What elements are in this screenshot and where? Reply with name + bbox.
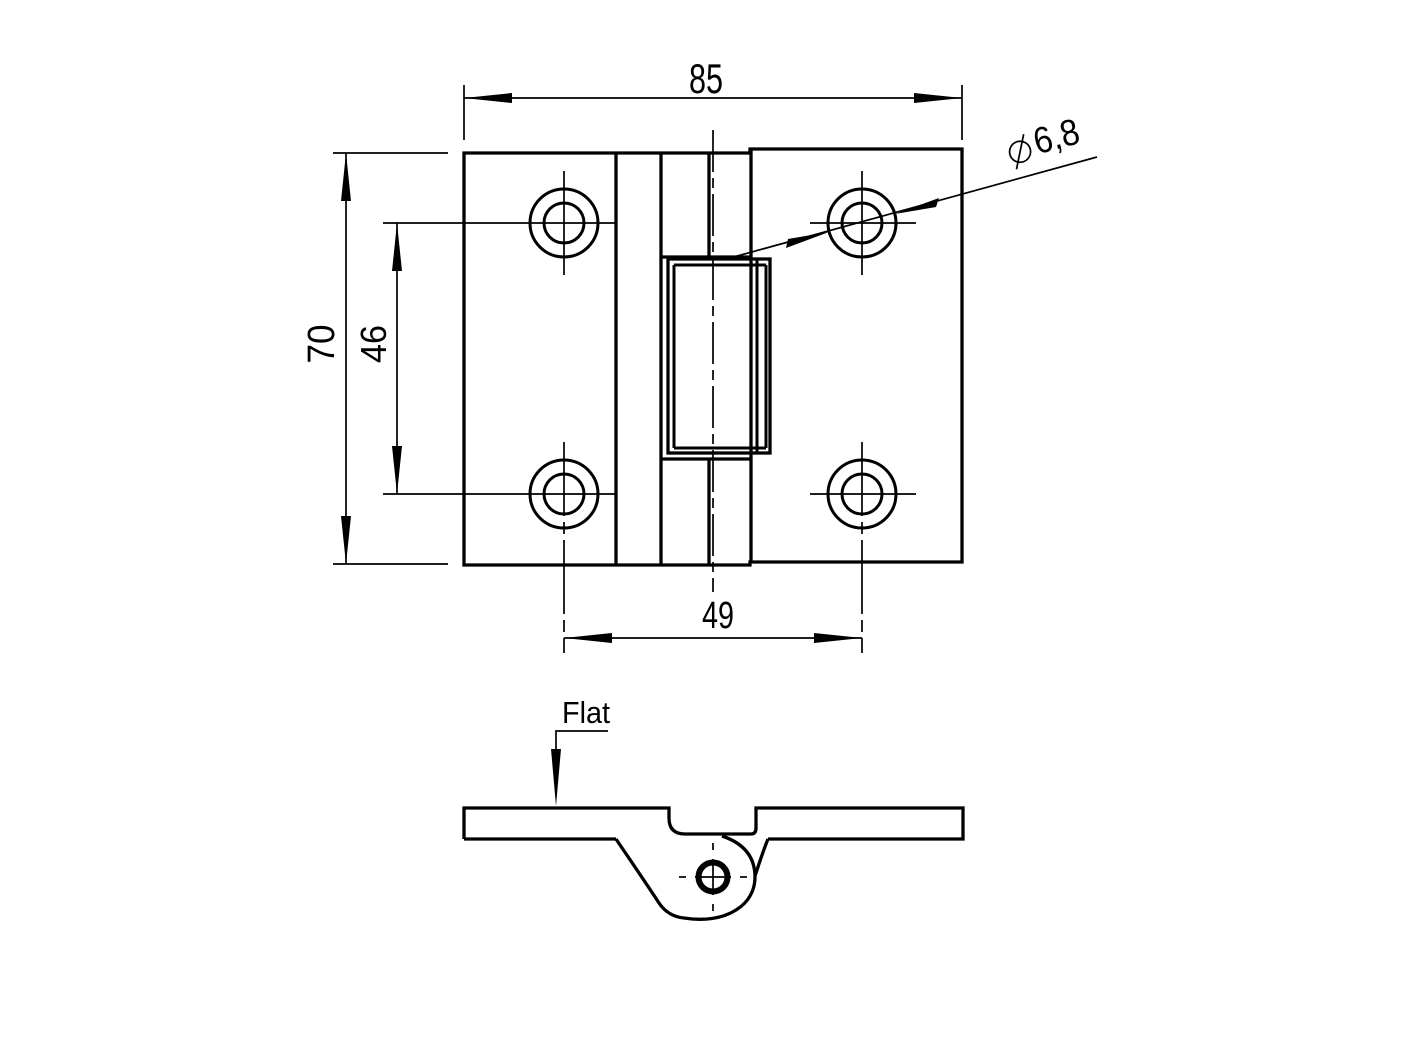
pin-centerlines — [679, 843, 747, 911]
mounting-hole-top-right — [810, 171, 916, 275]
diameter-symbol-slash — [1015, 134, 1025, 170]
dimension-49-label: 49 — [702, 595, 734, 637]
knuckle-clearance-edge — [753, 838, 770, 877]
arrowhead-right — [914, 93, 962, 103]
arrowhead-top — [341, 153, 351, 201]
side-view — [462, 806, 965, 921]
mounting-hole-bottom-right — [810, 458, 916, 530]
arrowhead-left — [464, 93, 512, 103]
arrowhead-bottom — [392, 446, 402, 494]
flat-callout: Flat — [551, 695, 610, 806]
dimension-49: 49 — [563, 442, 863, 653]
diameter-symbol-circle — [1008, 140, 1032, 164]
arrowhead-upper — [895, 198, 939, 214]
hole-diameter-callout: 6,8 — [729, 111, 1098, 259]
knuckle-sleeve — [666, 257, 772, 455]
dimension-85: 85 — [463, 55, 963, 140]
flat-leader-line — [555, 730, 608, 753]
arrowhead-lower — [786, 232, 829, 248]
dimension-85-label: 85 — [689, 55, 723, 102]
diameter-symbol-icon — [1008, 134, 1032, 170]
dimension-46: 46 — [353, 222, 616, 495]
arrowhead-bottom — [341, 516, 351, 564]
plates-profile — [462, 806, 965, 841]
dimension-70: 70 — [301, 152, 448, 565]
dimension-46-label: 46 — [353, 325, 394, 363]
flat-arrowhead — [551, 749, 561, 806]
diameter-label-group: 6,8 — [1008, 111, 1084, 170]
hole-diameter-label: 6,8 — [1029, 111, 1084, 163]
arrowhead-right — [814, 633, 862, 643]
arrowhead-top — [392, 223, 402, 271]
arrowhead-left — [564, 633, 612, 643]
top-view — [462, 130, 964, 592]
flat-label: Flat — [562, 695, 610, 730]
dimension-70-label: 70 — [301, 325, 343, 364]
